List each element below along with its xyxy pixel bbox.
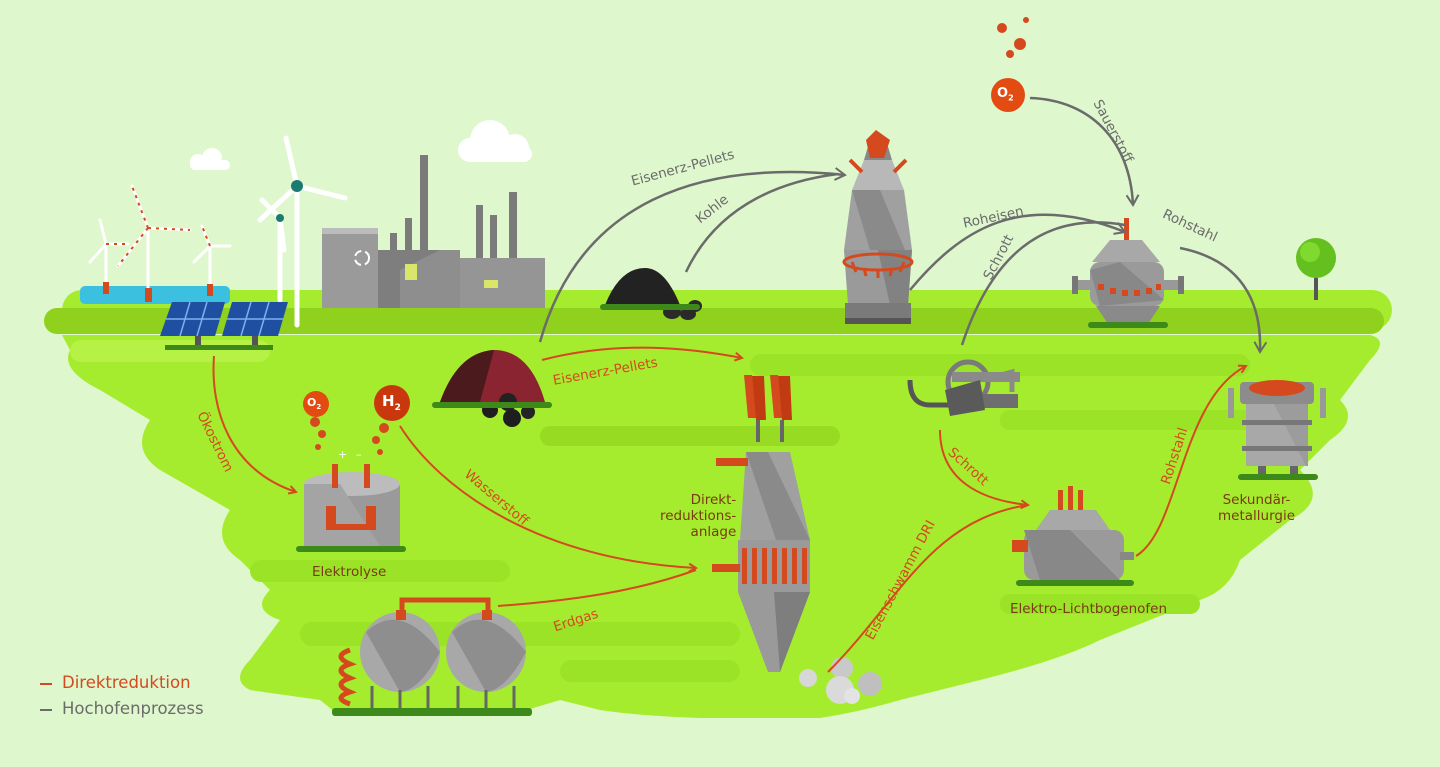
tree (1296, 238, 1336, 300)
solar-panels (160, 301, 288, 350)
oxygen-converter (1072, 218, 1184, 328)
legend-item-hochofenprozess: Hochofenprozess (40, 700, 204, 718)
gas-tanks (332, 597, 532, 716)
oxygen-molecule-left: O2 (307, 396, 322, 412)
electrolysis-unit: + – (296, 448, 406, 552)
direct-reduction-plant (712, 375, 810, 672)
bubbles (310, 17, 1029, 455)
grey-flows (538, 96, 1268, 354)
oxygen-molecule-top: O2 (997, 86, 1014, 103)
molecules (303, 78, 1025, 421)
sponge-iron (799, 657, 882, 704)
ladle (1228, 380, 1326, 480)
svg-text:–: – (356, 448, 362, 461)
hydrogen-molecule: H2 (382, 392, 401, 413)
cloud (190, 120, 532, 170)
iron-ore-pile (432, 350, 552, 427)
coal-heap (600, 268, 702, 320)
svg-text:+: + (338, 448, 347, 461)
legend-swatch-red (40, 682, 52, 685)
station-elektrolyse: Elektrolyse (312, 564, 387, 580)
electric-arc-furnace (1012, 486, 1134, 586)
legend-item-direktreduktion: Direktreduktion (40, 674, 191, 692)
station-direktreduktionsanlage: Direkt- reduktions- anlage (660, 492, 737, 540)
blast-furnace (842, 130, 914, 324)
station-elektro-lichtbogenofen: Elektro-Lichtbogenofen (1010, 601, 1168, 617)
red-flows (212, 346, 1246, 673)
legend-swatch-grey (40, 708, 52, 711)
scrap-pile (907, 359, 1020, 416)
wind-turbines (80, 135, 348, 328)
industrial-plant (322, 155, 545, 308)
station-sekundaermetallurgie: Sekundär- metallurgie (1218, 492, 1296, 524)
